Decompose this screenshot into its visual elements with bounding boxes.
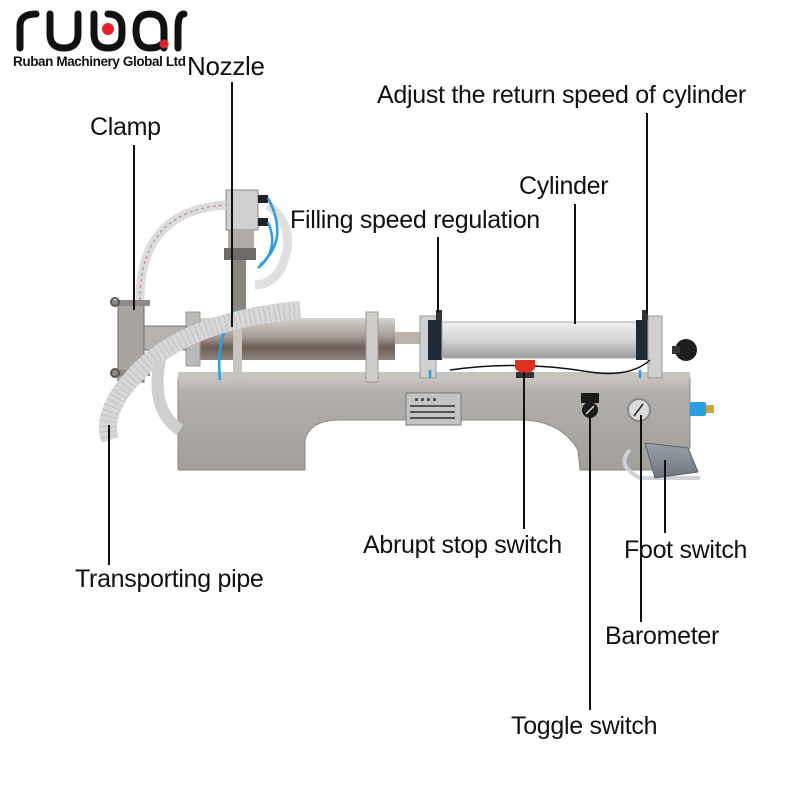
ruban-logo xyxy=(14,4,194,59)
leader-return-speed xyxy=(646,113,648,313)
leader-barometer xyxy=(640,415,642,622)
label-foot-switch: Foot switch xyxy=(624,536,748,564)
machine-base xyxy=(177,372,691,471)
emergency-stop-button xyxy=(515,360,535,378)
label-abrupt-stop: Abrupt stop switch xyxy=(363,531,562,559)
leader-clamp xyxy=(133,145,135,310)
brand-tagline: Ruban Machinery Global Ltd xyxy=(13,54,186,69)
leader-nozzle xyxy=(231,82,233,327)
label-cylinder: Cylinder xyxy=(519,172,609,200)
label-barometer: Barometer xyxy=(605,622,720,650)
label-return-speed: Adjust the return speed of cylinder xyxy=(377,81,746,109)
label-transporting-pipe: Transporting pipe xyxy=(75,565,264,593)
label-toggle-switch: Toggle switch xyxy=(511,712,658,740)
foot-pedal xyxy=(622,442,700,480)
label-filling-speed: Filling speed regulation xyxy=(290,206,540,234)
toggle-switch-knob xyxy=(581,393,599,418)
leader-cylinder xyxy=(574,204,576,324)
label-clamp: Clamp xyxy=(90,113,161,141)
pneumatic-cylinder xyxy=(419,310,697,379)
leader-toggle-switch xyxy=(589,415,591,710)
hoses xyxy=(99,197,642,443)
barometer-gauge xyxy=(627,398,651,422)
leader-transporting-pipe xyxy=(108,425,110,565)
ruban-logo-mark xyxy=(16,10,188,52)
leader-abrupt-stop xyxy=(523,372,525,529)
nameplate xyxy=(405,392,462,426)
air-inlet-fitting xyxy=(690,402,714,416)
label-nozzle: Nozzle xyxy=(187,51,265,81)
leader-filling-speed xyxy=(437,237,439,312)
leader-foot-switch xyxy=(664,460,666,533)
